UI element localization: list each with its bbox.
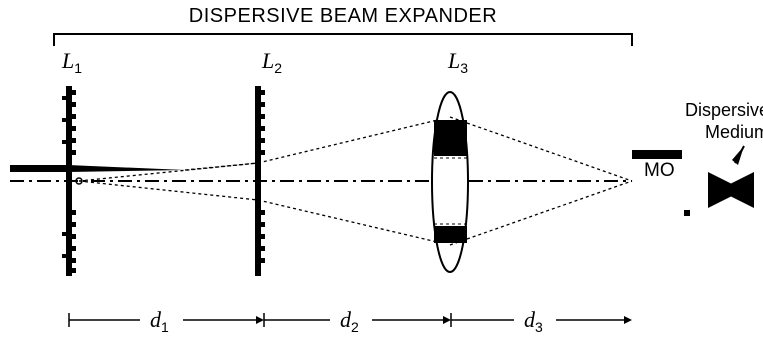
lens-label-l3: L3 — [447, 48, 468, 76]
objective-label: MO — [644, 160, 675, 181]
distance-arrows — [68, 313, 632, 327]
diagram-title: DISPERSIVE BEAM EXPANDER — [189, 5, 497, 27]
incoming-beam — [10, 165, 70, 172]
rays-l2-l3 — [257, 116, 451, 246]
distance-label-d2: d2 — [340, 307, 359, 335]
title-bracket — [53, 33, 633, 46]
rays-l1-l2 — [78, 162, 259, 201]
rays-l3-focus — [449, 116, 633, 246]
microscope-objective — [632, 150, 682, 159]
medium-label-line2: Medium — [705, 122, 763, 142]
lens-label-l1: L1 — [61, 48, 82, 76]
lens-label-l2: L2 — [261, 48, 282, 76]
incoming-beam-taper — [68, 165, 185, 172]
lens-l1 — [62, 86, 76, 276]
medium-label-line1: Dispersive — [685, 100, 763, 120]
lens-l2 — [255, 86, 265, 276]
distance-label-d3: d3 — [524, 307, 543, 335]
dispersive-medium — [684, 145, 754, 216]
lens-l3 — [431, 91, 469, 273]
distance-label-d1: d1 — [150, 307, 169, 335]
